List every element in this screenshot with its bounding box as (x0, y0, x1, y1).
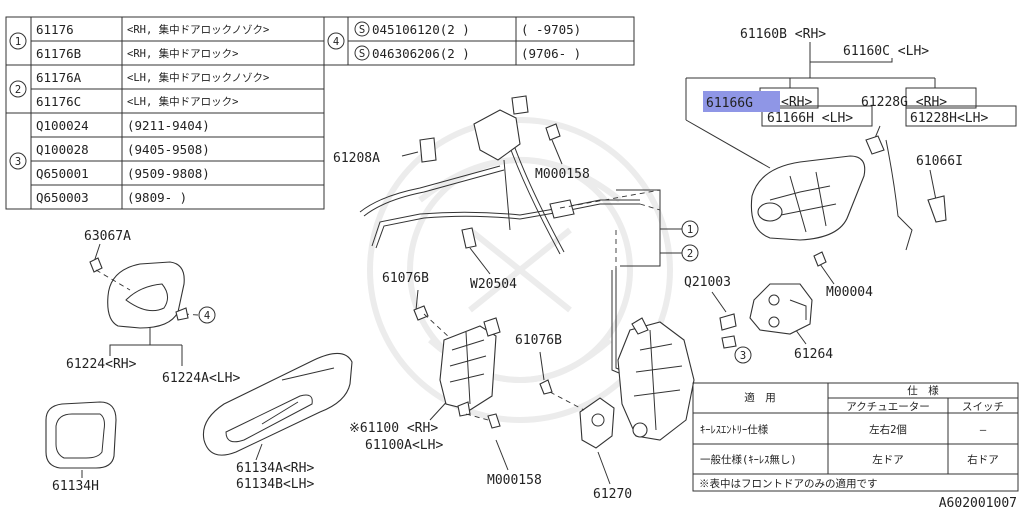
part-label-61160B: 61160B <RH> (740, 27, 826, 42)
spec-header-switch: スイッチ (962, 401, 1004, 413)
clip (511, 95, 529, 115)
clip (549, 199, 575, 219)
outer-door-handle (750, 135, 947, 267)
spec-row-switch: ― (980, 424, 987, 436)
part-label-61264: 61264 (794, 347, 833, 362)
screw (545, 123, 561, 141)
inner-handle-bezel (45, 401, 117, 469)
part-label-61166H: 61166H <LH> (767, 111, 853, 126)
group-1-number: 1 (15, 36, 21, 48)
clip-W20504 (461, 227, 477, 249)
inner-door-handle (89, 257, 189, 329)
callout-1: 1 (687, 224, 693, 236)
part-label-M00004: M00004 (826, 285, 873, 300)
callout-4: 4 (204, 310, 210, 322)
table-description: <LH, 集中ドアロックノゾク> (127, 71, 269, 84)
table-part-number: Q650001 (36, 166, 89, 181)
part-label-61228G: 61228G <RH> (861, 95, 947, 110)
bolt-table: 4 S S 045106120(2 ) ( -9705) 046306206(2… (323, 16, 635, 66)
part-label-61100A: 61100A<LH> (365, 438, 443, 453)
spec-row-apply: 一般仕様(ｷｰﾚｽ無し) (700, 453, 797, 466)
table-date-range: (9211-9404) (127, 118, 210, 133)
rods (359, 95, 661, 377)
table-part-number: 045106120(2 ) (372, 22, 470, 37)
spec-header-actuator: アクチュエーター (846, 401, 929, 413)
outer-handle-callouts: 61160B <RH> 61160C <LH> 61166G <RH> 6116… (685, 27, 1017, 300)
clip-61208A (419, 137, 437, 163)
spec-note: ※表中はフロントドアのみの適用です (699, 477, 878, 490)
table-description: <RH, 集中ドアロック> (127, 47, 238, 60)
trim-callouts: 61134A<RH> 61134B<LH> 61134H (52, 443, 314, 494)
group-4-number: 4 (333, 36, 339, 48)
s-mark-icon: S (359, 48, 365, 60)
part-label-61134A: 61134A<RH> (236, 461, 314, 476)
callout-2: 2 (687, 248, 693, 260)
table-part-number: Q650003 (36, 190, 89, 205)
part-label-Q21003: Q21003 (684, 275, 731, 290)
table-part-number: 61176B (36, 46, 81, 61)
actuator-callouts: 61076B 61076B ※61100 <RH> 61100A<LH> M00… (349, 271, 632, 502)
part-label-61100: ※61100 <RH> (349, 421, 438, 436)
highlight-61166G (703, 91, 780, 112)
callout-3: 3 (740, 350, 746, 362)
document-code: A602001007 (939, 496, 1017, 511)
table-date-range: (9706- ) (521, 46, 581, 61)
group-3-number: 3 (15, 156, 21, 168)
striker-callouts: Q21003 3 61264 (684, 275, 833, 364)
part-label-61228H: 61228H<LH> (910, 111, 988, 126)
part-label-61224A: 61224A<LH> (162, 371, 240, 386)
linkage-callouts: 61208A M000158 W20504 1 2 (333, 137, 699, 292)
part-label-61208A: 61208A (333, 151, 380, 166)
part-label-W20504: W20504 (470, 277, 517, 292)
part-label-61066I: 61066I (916, 154, 963, 169)
table-part-number: 61176C (36, 94, 81, 109)
table-date-range: ( -9705) (521, 22, 581, 37)
part-label-61076B: 61076B (515, 333, 562, 348)
part-number-table: 1 2 3 61176 <RH, 集中ドアロックノゾク> 61176B <RH,… (5, 16, 325, 210)
table-date-range: (9809- ) (127, 190, 187, 205)
door-latch-assembly (617, 317, 695, 441)
part-label-M000158: M000158 (487, 473, 542, 488)
part-label-61166G-rh: <RH> (781, 95, 812, 110)
part-label-61166G: 61166G (706, 96, 753, 111)
part-label-61076B: 61076B (382, 271, 429, 286)
table-part-number: Q100028 (36, 142, 89, 157)
door-striker (719, 283, 813, 349)
s-mark-icon: S (359, 24, 365, 36)
table-part-number: 046306206(2 ) (372, 46, 470, 61)
part-label-61134H: 61134H (52, 479, 99, 494)
table-date-range: (9509-9808) (127, 166, 210, 181)
door-lock-actuator (413, 305, 501, 429)
part-label-63067A: 63067A (84, 229, 131, 244)
inner-handle-callouts: 63067A 4 61224<RH> 61224A<LH> (66, 229, 240, 386)
table-part-number: 61176 (36, 22, 74, 37)
group-2-number: 2 (15, 84, 21, 96)
spec-row-actuator: 左右2個 (869, 423, 907, 436)
table-part-number: Q100024 (36, 118, 89, 133)
spec-row-actuator: 左ドア (872, 453, 904, 466)
table-part-number: 61176A (36, 70, 82, 85)
part-label-61134B: 61134B<LH> (236, 477, 314, 492)
spec-header-apply: 適 用 (744, 391, 776, 404)
spec-row-switch: 右ドア (967, 453, 999, 466)
part-label-61224: 61224<RH> (66, 357, 137, 372)
spec-row-apply: ｷｰﾚｽｴﾝﾄﾘｰ仕様 (700, 423, 769, 436)
table-date-range: (9405-9508) (127, 142, 210, 157)
keyless-lock-switch (539, 379, 615, 449)
spec-header-spec: 仕 様 (907, 384, 939, 397)
table-description: <LH, 集中ドアロック> (127, 95, 238, 108)
table-description: <RH, 集中ドアロックノゾク> (127, 23, 269, 36)
rod-bracket (473, 109, 521, 161)
part-label-61160C: 61160C <LH> (843, 44, 929, 59)
armrest-pull-handle (202, 352, 353, 456)
part-label-61270: 61270 (593, 487, 632, 502)
part-label-M000158: M000158 (535, 167, 590, 182)
spec-table: 適 用 仕 様 アクチュエーター スイッチ ｷｰﾚｽｴﾝﾄﾘｰ仕様 左右2個 ―… (692, 382, 1019, 492)
